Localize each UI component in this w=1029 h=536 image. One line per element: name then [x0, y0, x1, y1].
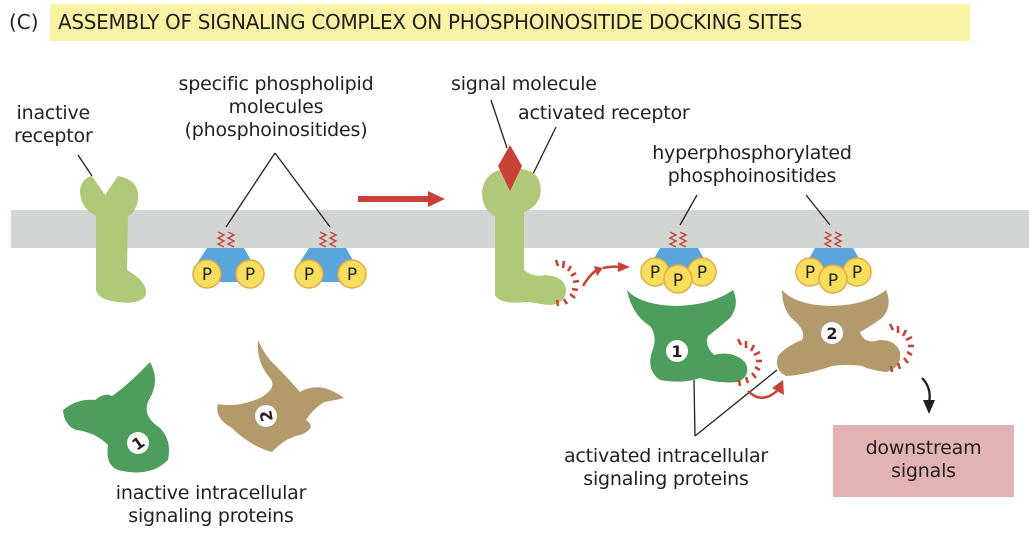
label-line: receptor	[14, 125, 93, 147]
downstream-arrow	[921, 377, 931, 404]
leader-lines	[77, 99, 831, 437]
phosphate-label: P	[245, 265, 255, 285]
label-line: signaling proteins	[128, 505, 294, 527]
hyperphosphorylated-phosphoinositide-left: P P P	[640, 231, 717, 294]
inactive-protein-2-badge	[255, 405, 277, 427]
phosphate-label: P	[347, 265, 357, 285]
label-activated-receptor: activated receptor	[518, 102, 690, 124]
activated-protein-1	[627, 290, 748, 383]
downstream-signals-box	[833, 425, 1014, 497]
label-line: phosphoinositides	[667, 165, 837, 187]
label-line: inactive intracellular	[115, 482, 307, 504]
leader-phospholipid-left	[225, 152, 276, 228]
phosphate	[294, 259, 324, 289]
phosphoinositide-right: P P	[294, 231, 367, 289]
leader-hyper-left	[679, 194, 698, 226]
activation-arrow-1-to-2	[747, 389, 779, 399]
phosphate	[337, 259, 367, 289]
activated-receptor	[482, 168, 566, 305]
label-line: molecules	[228, 96, 324, 118]
leader-hyper-right	[805, 194, 831, 226]
label-inactive-proteins: inactive intracellular signaling protein…	[86, 482, 336, 528]
inactive-receptor	[80, 176, 147, 303]
activation-arrows	[581, 262, 630, 287]
phosphate-label: P	[304, 265, 314, 285]
phosphoinositide-left: P P	[192, 231, 265, 289]
label-line: inactive	[16, 102, 91, 124]
leader-signal-molecule	[490, 99, 508, 149]
inactive-protein-1	[63, 362, 169, 473]
label-signal-molecule: signal molecule	[451, 73, 597, 95]
protein-1-number: 1	[671, 342, 682, 361]
activation-arrowhead	[772, 380, 784, 395]
activation-burst-protein-2	[888, 323, 914, 373]
hyperphosphorylated-phosphoinositide-right: P P P	[795, 231, 872, 294]
leader-inactive-receptor	[77, 154, 93, 177]
panel-title: ASSEMBLY OF SIGNALING COMPLEX ON PHOSPHO…	[58, 10, 803, 34]
label-line: signals	[891, 460, 956, 482]
lipid-tails	[668, 231, 688, 248]
label-phospholipids: specific phospholipid molecules (phospho…	[146, 73, 406, 142]
protein-2-number: 2	[826, 324, 837, 343]
leader-activated-receptor	[532, 126, 557, 175]
label-activated-proteins: activated intracellular signaling protei…	[536, 445, 796, 491]
lipid-tails	[823, 231, 843, 248]
protein-1-badge	[666, 340, 688, 362]
inactive-protein-1-badge	[127, 432, 149, 454]
phosphate-label: P	[697, 263, 707, 283]
phosphate	[235, 259, 265, 289]
phosphate	[192, 259, 222, 289]
label-line: specific phospholipid	[178, 73, 374, 95]
inactive-protein-2	[217, 340, 344, 452]
panel-letter: (C)	[9, 10, 39, 34]
lipid-tails	[216, 231, 236, 248]
label-inactive-receptor: inactive receptor	[14, 102, 93, 148]
phosphate-label: P	[673, 271, 683, 291]
leader-activated-2	[694, 369, 778, 437]
lipid-tails	[318, 231, 338, 248]
label-line: (phosphoinositides)	[184, 119, 368, 141]
transition-arrow	[358, 191, 445, 207]
label-downstream: downstream signals	[833, 437, 1014, 483]
inactive-protein-2-number: 2	[256, 409, 277, 423]
leader-activated-1	[693, 379, 696, 437]
label-hyperphosphorylated: hyperphosphorylated phosphoinositides	[622, 142, 882, 188]
phosphate-label: P	[650, 263, 660, 283]
label-line: activated intracellular	[563, 445, 769, 467]
protein-2-badge	[821, 322, 843, 344]
title-banner	[50, 4, 970, 41]
phosphate-label: P	[828, 271, 838, 291]
downstream-arrowhead	[923, 400, 935, 414]
activation-burst-receptor	[554, 259, 580, 307]
label-line: hyperphosphorylated	[652, 142, 852, 164]
activation-burst-protein-1	[736, 338, 762, 387]
phosphate-label: P	[202, 265, 212, 285]
signal-molecule	[498, 145, 522, 191]
label-line: signaling proteins	[583, 468, 749, 490]
phosphate-label: P	[805, 263, 815, 283]
phosphate-label: P	[852, 263, 862, 283]
leader-phospholipid-right	[274, 152, 331, 228]
label-line: downstream	[865, 437, 982, 459]
